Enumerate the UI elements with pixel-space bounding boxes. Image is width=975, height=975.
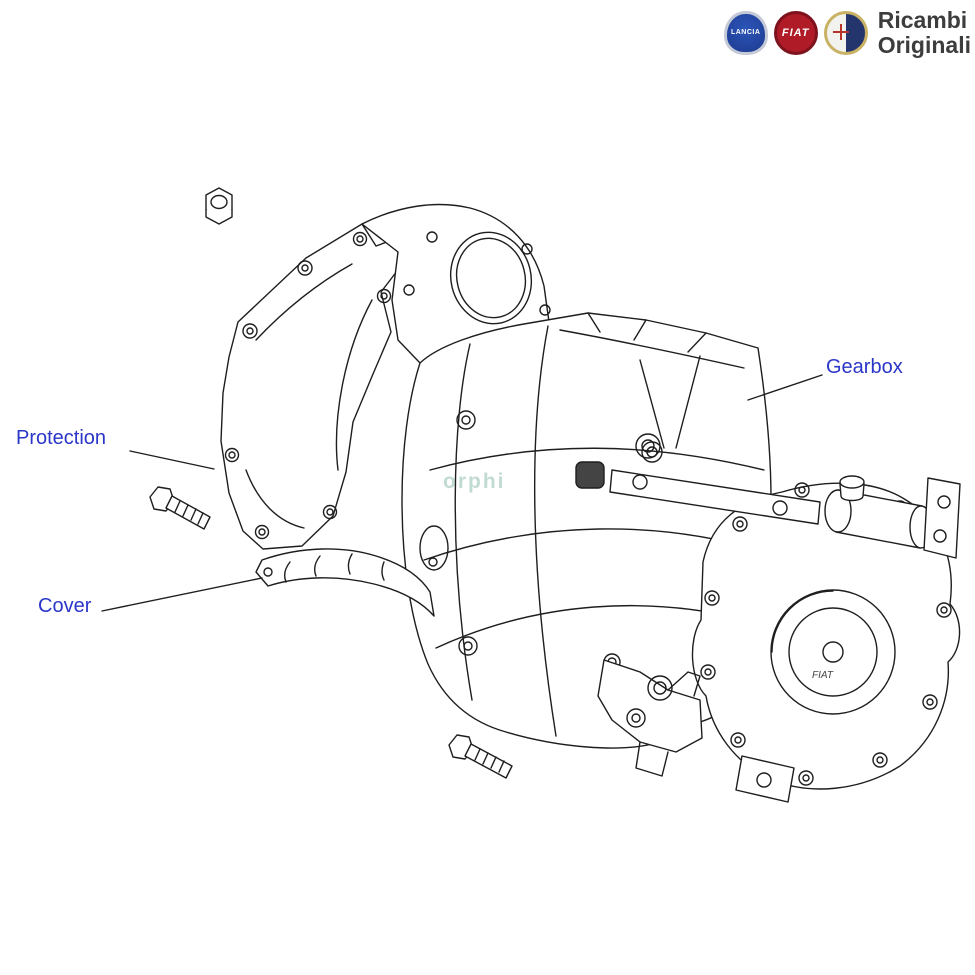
cover-drawing bbox=[255, 548, 435, 617]
label-gearbox: Gearbox bbox=[826, 356, 903, 378]
label-cover: Cover bbox=[38, 595, 92, 617]
actuator-drawing bbox=[609, 469, 961, 559]
fiat-stamp: FIAT bbox=[812, 670, 834, 681]
bolt-left-drawing bbox=[149, 486, 211, 530]
protection-plate-drawing bbox=[220, 223, 405, 550]
fiat-logo-text: FIAT bbox=[781, 26, 810, 39]
nut-drawing bbox=[205, 187, 233, 225]
watermark: orphi bbox=[443, 470, 506, 493]
bolt-bottom-drawing bbox=[448, 734, 513, 779]
alfa-romeo-logo bbox=[823, 10, 868, 55]
lancia-logo: LANCIA bbox=[723, 10, 768, 55]
gear-case-drawing bbox=[691, 482, 961, 803]
brand-logos: LANCIA FIAT bbox=[723, 10, 868, 55]
lancia-logo-text: LANCIA bbox=[730, 29, 761, 37]
leader-lines bbox=[101, 374, 823, 612]
brand-text: Ricambi Originali bbox=[878, 8, 971, 58]
brand-line-2: Originali bbox=[877, 31, 971, 58]
linkage-drawing bbox=[597, 659, 703, 777]
fiat-logo: FIAT bbox=[773, 10, 818, 55]
label-protection: Protection bbox=[16, 427, 107, 449]
brand-header: LANCIA FIAT Ricambi Originali bbox=[723, 8, 971, 58]
brand-line-1: Ricambi bbox=[877, 7, 968, 33]
